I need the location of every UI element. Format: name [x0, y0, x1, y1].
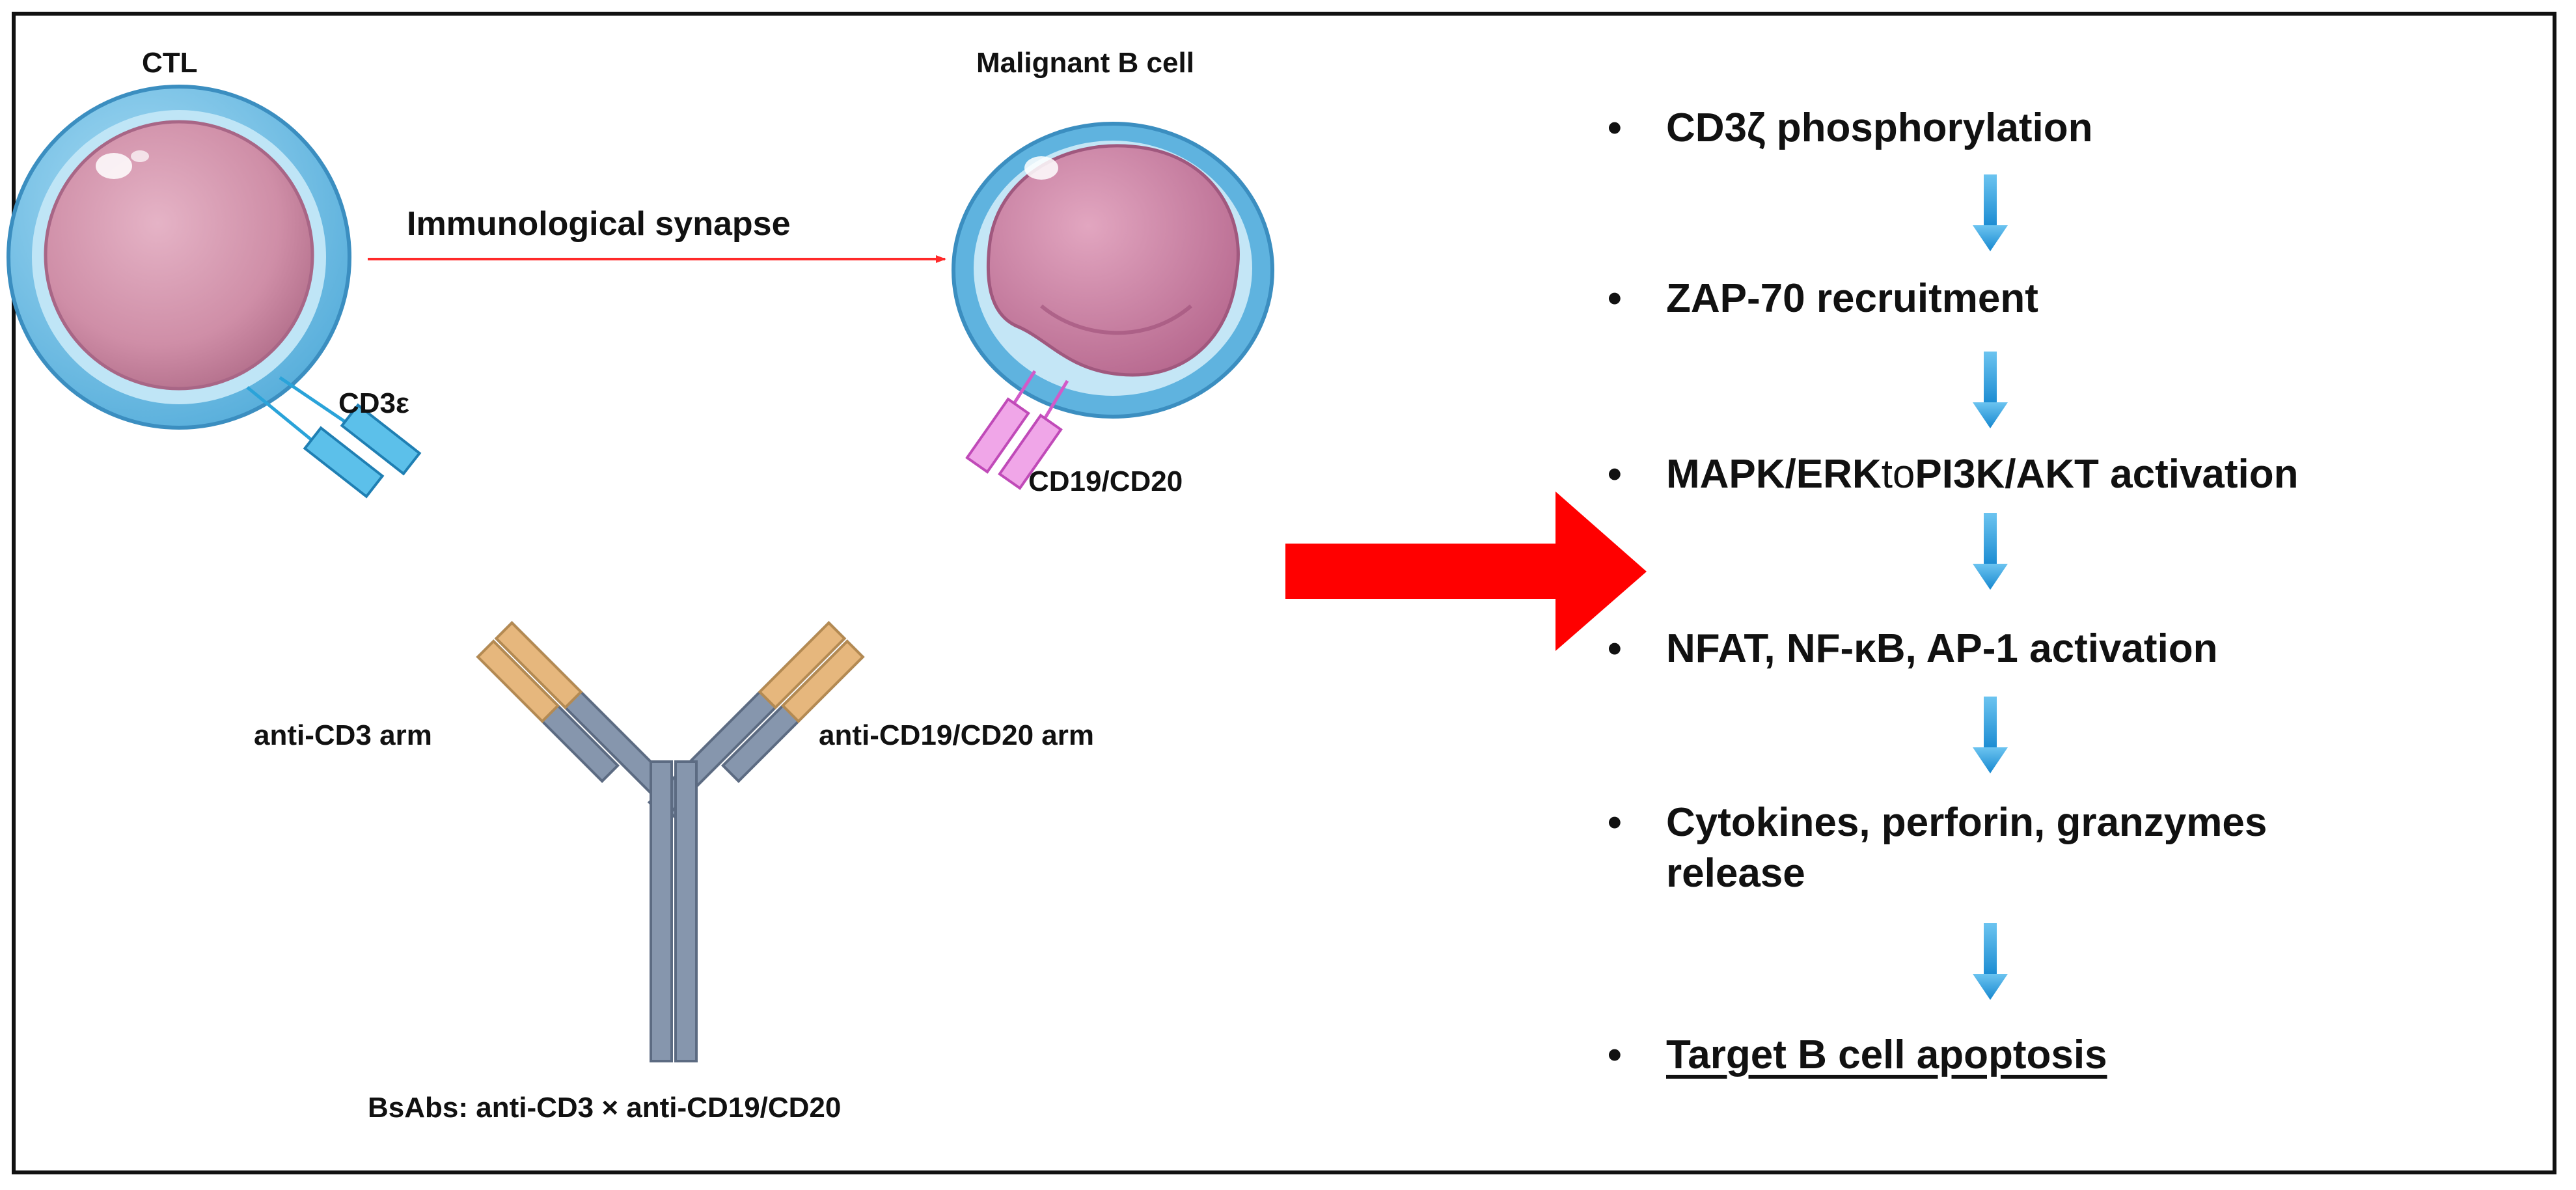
cd19-cd20-label: CD19/CD20: [1028, 465, 1183, 497]
bullet-icon: •: [1608, 626, 1622, 671]
step-arrow-3: [1973, 513, 2008, 590]
step-text: ZAP-70 recruitment: [1666, 276, 2038, 321]
step-text-part: MAPK/ERK: [1666, 452, 1882, 497]
cd19-cd20-receptor-icon: [965, 370, 1069, 490]
cd3e-receptor-icon: [246, 376, 422, 499]
step-text: CD3ζ phosphorylation: [1666, 105, 2093, 150]
step-text-line: release: [1666, 850, 1805, 896]
malignant-b-cell-icon: [952, 122, 1274, 419]
bispecific-antibody-icon: [476, 620, 865, 1062]
bullet-icon: •: [1608, 276, 1622, 321]
ctl-cell-icon: [7, 85, 351, 430]
step-text-part: PI3K/AKT activation: [1915, 452, 2299, 497]
pathway-step: • NFAT, NF-κB, AP-1 activation: [1608, 624, 2218, 674]
pathway-step: • ZAP-70 recruitment: [1608, 273, 2038, 324]
step-text: Target B cell apoptosis: [1666, 1032, 2107, 1077]
step-arrow-1: [1973, 174, 2008, 251]
anti-cd19-cd20-arm-label: anti-CD19/CD20 arm: [819, 719, 1095, 751]
bullet-icon: •: [1608, 1032, 1622, 1077]
step-arrow-2: [1973, 352, 2008, 428]
ctl-label: CTL: [142, 47, 198, 79]
malignant-b-cell-label: Malignant B cell: [976, 47, 1194, 79]
pathway-step: • MAPK/ERKtoPI3K/AKT activation: [1608, 449, 2299, 500]
step-arrow-5: [1973, 923, 2008, 1000]
figure-border: [12, 12, 2556, 1174]
step-text: MAPK/ERKtoPI3K/AKT activation: [1666, 449, 2299, 500]
pathway-step: • Target B cell apoptosis: [1608, 1030, 2107, 1081]
step-text: NFAT, NF-κB, AP-1 activation: [1666, 626, 2218, 671]
bsabs-caption: BsAbs: anti-CD3 × anti-CD19/CD20: [368, 1092, 842, 1124]
bullet-icon: •: [1608, 105, 1622, 150]
big-red-arrow: [1285, 491, 1647, 651]
step-text-line: Cytokines, perforin, granzymes: [1666, 800, 2268, 845]
step-arrow-4: [1973, 697, 2008, 773]
step-connector: to: [1881, 452, 1915, 497]
bullet-icon: •: [1608, 800, 1622, 845]
pathway-step: • CD3ζ phosphorylation: [1608, 103, 2093, 154]
bullet-icon: •: [1608, 452, 1622, 497]
pathway-step: • Cytokines, perforin, granzymes release: [1608, 797, 2267, 898]
cd3e-label: CD3ε: [338, 387, 409, 419]
synapse-label: Immunological synapse: [407, 205, 791, 243]
anti-cd3-arm-label: anti-CD3 arm: [254, 719, 432, 751]
pathway-arrows: [1973, 174, 2008, 1000]
step-text: Cytokines, perforin, granzymes release: [1666, 797, 2267, 898]
